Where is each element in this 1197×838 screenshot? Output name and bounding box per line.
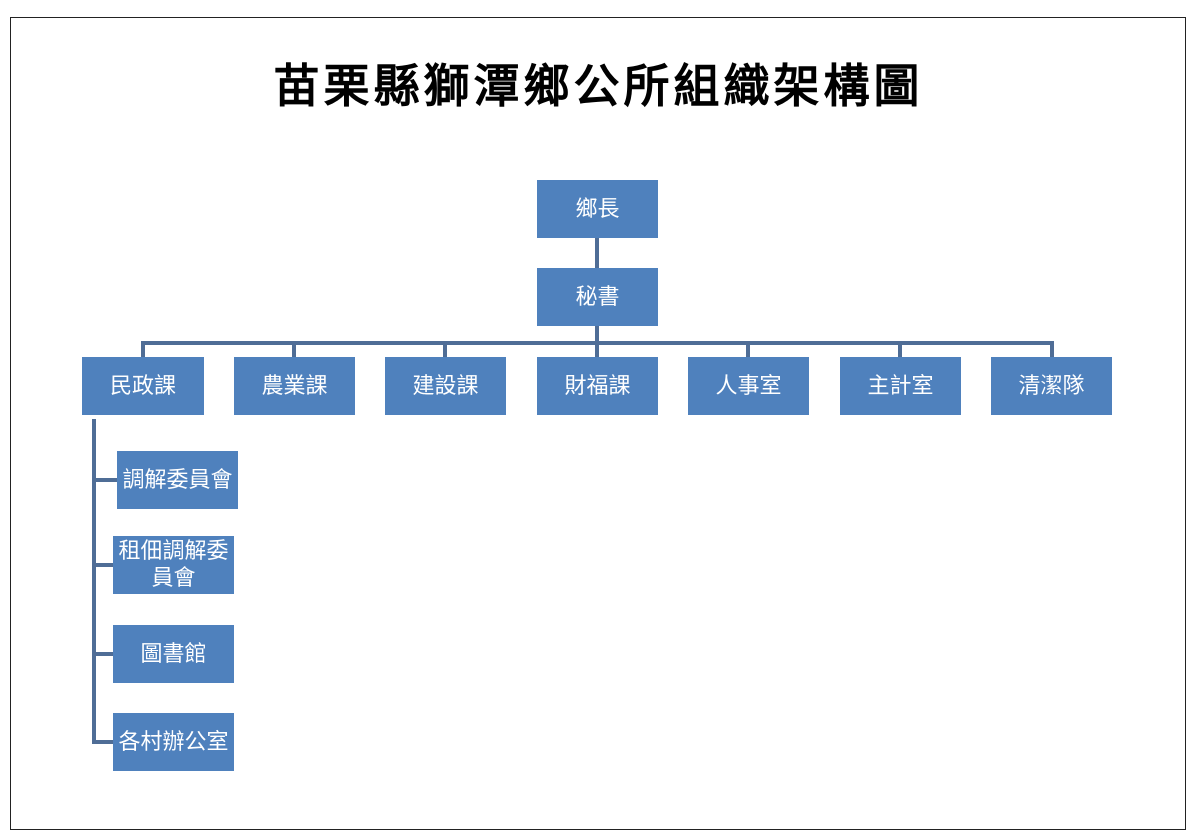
node-civil-unit-4: 各村辦公室 xyxy=(113,713,234,771)
node-civil-unit-3: 圖書館 xyxy=(113,625,234,683)
chart-title: 苗栗縣獅潭鄉公所組織架構圖 xyxy=(273,59,924,113)
node-department-5: 人事室 xyxy=(688,357,809,415)
node-department-label: 農業課 xyxy=(261,373,328,399)
node-department-label: 人事室 xyxy=(715,373,782,399)
node-mayor-label: 鄉長 xyxy=(575,196,620,222)
node-department-label: 建設課 xyxy=(412,373,479,399)
node-department-label: 主計室 xyxy=(867,373,934,399)
node-department-2: 農業課 xyxy=(234,357,355,415)
node-secretary-label: 秘書 xyxy=(575,284,620,310)
node-department-label: 財福課 xyxy=(564,373,631,399)
node-civil-unit-1: 調解委員會 xyxy=(117,451,238,509)
node-department-1: 民政課 xyxy=(82,357,204,415)
node-department-label: 清潔隊 xyxy=(1018,373,1085,399)
chart-frame xyxy=(10,17,1186,830)
node-department-7: 清潔隊 xyxy=(991,357,1112,415)
node-civil-unit-label: 租佃調解委員會 xyxy=(118,539,229,591)
node-civil-unit-label: 圖書館 xyxy=(140,641,207,667)
node-department-6: 主計室 xyxy=(840,357,961,415)
node-department-4: 財福課 xyxy=(537,357,658,415)
node-civil-unit-label: 調解委員會 xyxy=(122,467,233,493)
node-secretary: 秘書 xyxy=(537,268,658,326)
node-civil-unit-label: 各村辦公室 xyxy=(118,729,229,755)
node-department-label: 民政課 xyxy=(109,373,176,399)
node-department-3: 建設課 xyxy=(385,357,506,415)
node-mayor: 鄉長 xyxy=(537,180,658,238)
node-civil-unit-2: 租佃調解委員會 xyxy=(113,536,234,594)
